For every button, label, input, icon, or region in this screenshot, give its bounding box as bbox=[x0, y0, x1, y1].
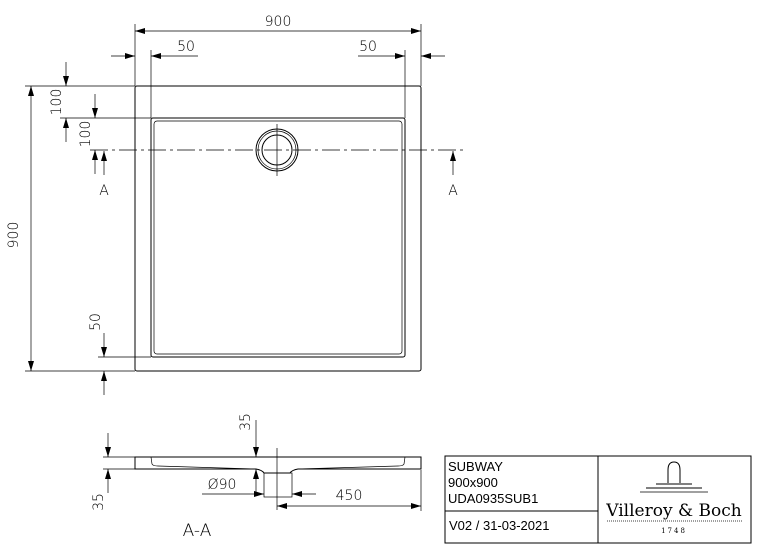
dim-overall-width: 900 bbox=[265, 14, 292, 30]
brand-logo: Villeroy & Boch 1748 bbox=[605, 461, 742, 535]
product-name: SUBWAY bbox=[448, 459, 503, 474]
dim-bottom-rim: 50 bbox=[88, 313, 104, 331]
dim-drain-to-edge: 450 bbox=[336, 488, 363, 504]
basin-outline bbox=[150, 117, 406, 358]
dim-top-rim: 100 bbox=[49, 89, 65, 116]
product-size: 900x900 bbox=[448, 475, 498, 490]
section-view: 35 35 Ø90 450 A-A bbox=[91, 413, 422, 541]
dim-drain-offset: 100 bbox=[78, 121, 94, 148]
version-date: V02 / 31-03-2021 bbox=[449, 518, 549, 533]
brand-year: 1748 bbox=[661, 527, 687, 535]
faucet-icon bbox=[667, 461, 681, 483]
drain-outlet bbox=[263, 472, 293, 498]
plan-view: 900 50 50 900 100 100 50 A A bbox=[6, 14, 466, 395]
basin-inner-edge bbox=[153, 120, 403, 355]
brand-name: Villeroy & Boch bbox=[605, 501, 742, 521]
dim-rim-height: 35 bbox=[238, 413, 254, 431]
dim-right-rim: 50 bbox=[359, 39, 377, 55]
dim-total-height: 35 bbox=[91, 493, 107, 511]
section-label: A-A bbox=[183, 521, 212, 541]
tray-outline bbox=[134, 85, 422, 372]
dim-left-rim: 50 bbox=[177, 39, 195, 55]
dim-drain-diameter: Ø90 bbox=[208, 477, 237, 493]
section-marker-right: A bbox=[448, 183, 458, 199]
dim-overall-depth: 900 bbox=[6, 222, 22, 249]
article-number: UDA0935SUB1 bbox=[448, 491, 538, 506]
section-marker-left: A bbox=[99, 183, 109, 199]
tray-profile bbox=[134, 456, 422, 474]
title-block: SUBWAY 900x900 UDA0935SUB1 V02 / 31-03-2… bbox=[444, 455, 752, 544]
